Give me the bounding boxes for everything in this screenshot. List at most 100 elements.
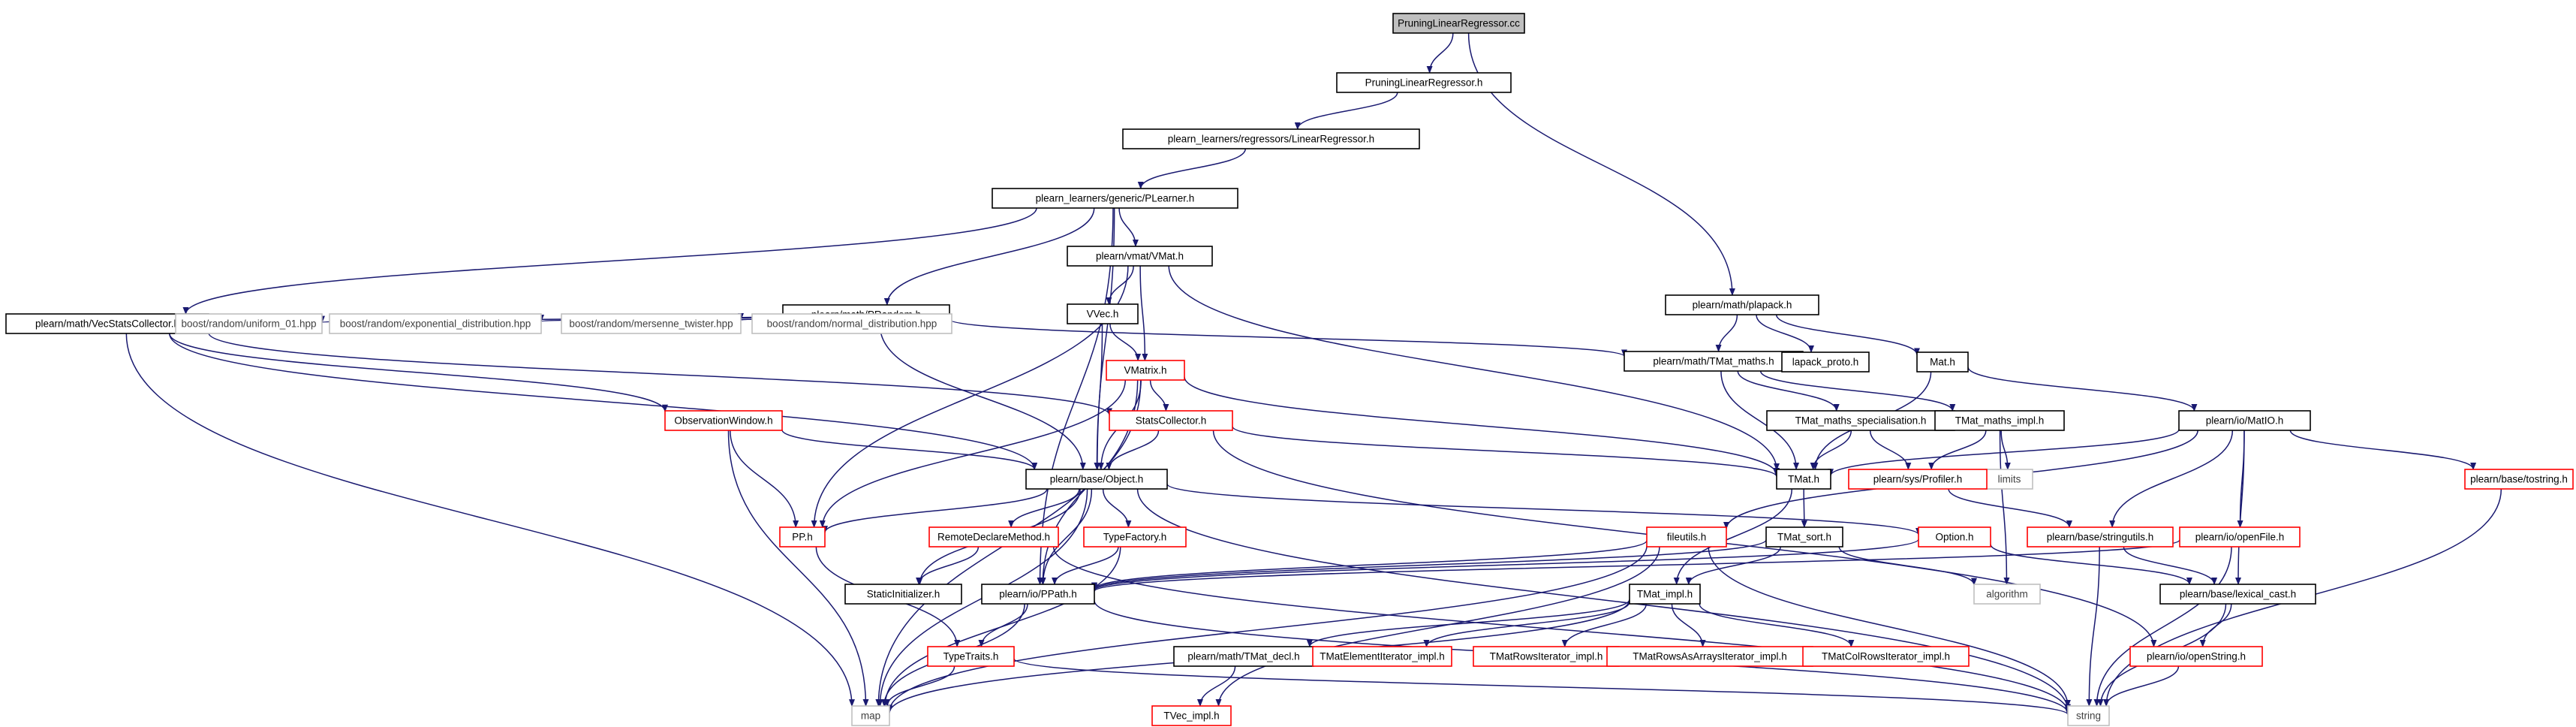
edge-root-to-plrh bbox=[1426, 32, 1454, 74]
node-tmspec[interactable]: TMat_maths_specialisation.h bbox=[1766, 410, 1955, 431]
node-mersenne[interactable]: boost/random/mersenne_twister.hpp bbox=[561, 313, 742, 334]
edge-statscoll-to-object bbox=[1106, 430, 1160, 470]
node-label-vmat: plearn/vmat/VMat.h bbox=[1096, 251, 1184, 262]
node-label-openfile: plearn/io/openFile.h bbox=[2195, 532, 2285, 543]
node-profiler[interactable]: plearn/sys/Profiler.h bbox=[1848, 469, 1988, 490]
edge-option-to-lexcast bbox=[1990, 544, 2192, 585]
node-staticinit[interactable]: StaticInitializer.h bbox=[844, 584, 962, 605]
node-tvecimpl[interactable]: TVec_impl.h bbox=[1151, 705, 1232, 726]
node-box-tmatdecl bbox=[1173, 646, 1314, 667]
edge-obswin-to-map bbox=[727, 430, 869, 707]
node-box-tostring bbox=[2464, 469, 2574, 490]
node-tmatimpl[interactable]: TMat_impl.h bbox=[1629, 584, 1701, 605]
node-box-tmatimpl bbox=[1629, 584, 1701, 605]
node-tmraai[interactable]: TMatRowsAsArraysIterator_impl.h bbox=[1606, 646, 1813, 667]
node-label-plrh: PruningLinearRegressor.h bbox=[1365, 77, 1483, 89]
node-lexcast[interactable]: plearn/base/lexical_cast.h bbox=[2159, 584, 2316, 605]
node-box-mersenne bbox=[561, 313, 742, 334]
node-vsc[interactable]: plearn/math/VecStatsCollector.h bbox=[5, 313, 209, 334]
node-uniform[interactable]: boost/random/uniform_01.hpp bbox=[175, 313, 323, 334]
edge-tmatsort-to-tmatimpl bbox=[1685, 546, 1781, 585]
node-openfile[interactable]: plearn/io/openFile.h bbox=[2179, 526, 2301, 548]
node-tmatmaths[interactable]: plearn/math/TMat_maths.h bbox=[1624, 351, 1804, 372]
node-normdist[interactable]: boost/random/normal_distribution.hpp bbox=[751, 313, 952, 334]
node-box-fileutils bbox=[1646, 526, 1727, 548]
node-fileutils[interactable]: fileutils.h bbox=[1646, 526, 1727, 548]
node-plrh[interactable]: PruningLinearRegressor.h bbox=[1336, 72, 1512, 93]
node-box-plapack bbox=[1665, 294, 1819, 315]
node-plearner[interactable]: plearn_learners/generic/PLearner.h bbox=[992, 188, 1238, 209]
node-root[interactable]: PruningLinearRegressor.cc bbox=[1392, 13, 1525, 34]
node-tmatsort[interactable]: TMat_sort.h bbox=[1765, 526, 1843, 548]
edge-vmat-to-vmatrix bbox=[1139, 265, 1148, 361]
node-typefactory[interactable]: TypeFactory.h bbox=[1083, 526, 1187, 548]
edge-plearner-to-prandom bbox=[883, 207, 1095, 306]
node-tmimpl[interactable]: TMat_maths_impl.h bbox=[1934, 410, 2065, 431]
node-tostring[interactable]: plearn/base/tostring.h bbox=[2464, 469, 2574, 490]
node-box-vsc bbox=[5, 313, 209, 334]
edge-vmat-to-vvec bbox=[1106, 265, 1134, 305]
node-statscoll[interactable]: StatsCollector.h bbox=[1109, 410, 1233, 431]
node-linreg[interactable]: plearn_learners/regressors/LinearRegress… bbox=[1122, 128, 1420, 149]
node-lapack[interactable]: lapack_proto.h bbox=[1781, 351, 1870, 373]
node-box-statscoll bbox=[1109, 410, 1233, 431]
node-math[interactable]: Mat.h bbox=[1916, 351, 1969, 373]
node-ppath[interactable]: plearn/io/PPath.h bbox=[981, 584, 1095, 605]
node-vvec[interactable]: VVec.h bbox=[1067, 303, 1139, 324]
edge-tmatimpl-to-tmraai bbox=[1671, 603, 1706, 647]
edge-ppath-to-typetraits bbox=[978, 603, 1028, 647]
node-label-mersenne: boost/random/mersenne_twister.hpp bbox=[569, 318, 733, 330]
edge-fileutils-to-tvecimpl bbox=[1215, 546, 1660, 707]
node-box-normdist bbox=[751, 313, 952, 334]
node-label-plearner: plearn_learners/generic/PLearner.h bbox=[1036, 193, 1195, 204]
edge-fileutils-to-map bbox=[886, 545, 1648, 713]
node-box-profiler bbox=[1848, 469, 1988, 490]
node-openstring[interactable]: plearn/io/openString.h bbox=[2129, 646, 2263, 667]
node-typetraits[interactable]: TypeTraits.h bbox=[927, 646, 1015, 667]
node-box-linreg bbox=[1122, 128, 1420, 149]
node-tmath[interactable]: TMat.h bbox=[1776, 469, 1831, 490]
node-label-string: string bbox=[2076, 710, 2101, 722]
node-tmatdecl[interactable]: plearn/math/TMat_decl.h bbox=[1173, 646, 1314, 667]
node-stringutils[interactable]: plearn/base/stringutils.h bbox=[2027, 526, 2174, 548]
node-box-expdist bbox=[329, 313, 542, 334]
node-rdm[interactable]: RemoteDeclareMethod.h bbox=[928, 526, 1059, 548]
node-map[interactable]: map bbox=[851, 705, 890, 726]
edge-tmatdecl-to-tvecimpl bbox=[1196, 665, 1236, 707]
node-box-root bbox=[1392, 13, 1525, 34]
node-limits[interactable]: limits bbox=[1985, 469, 2033, 490]
node-tmri[interactable]: TMatRowsIterator_impl.h bbox=[1473, 646, 1620, 667]
edge-rdm-to-staticinit bbox=[916, 546, 980, 585]
edge-vmatrix-to-pph bbox=[819, 379, 1126, 528]
node-label-vsc: plearn/math/VecStatsCollector.h bbox=[35, 318, 179, 330]
node-label-statscoll: StatsCollector.h bbox=[1136, 415, 1207, 427]
edge-stringutils-to-string bbox=[2086, 546, 2100, 707]
node-vmat[interactable]: plearn/vmat/VMat.h bbox=[1067, 246, 1213, 267]
edge-matio-to-stringutils bbox=[2109, 430, 2234, 528]
node-label-tmcri: TMatColRowsIterator_impl.h bbox=[1822, 651, 1950, 662]
node-box-vmatrix bbox=[1106, 360, 1185, 381]
node-label-algorithm: algorithm bbox=[1986, 589, 2028, 600]
node-obswin[interactable]: ObservationWindow.h bbox=[664, 410, 783, 431]
node-label-plapack: plearn/math/plapack.h bbox=[1693, 300, 1792, 311]
node-matio[interactable]: plearn/io/MatIO.h bbox=[2178, 410, 2311, 431]
node-box-tmimpl bbox=[1934, 410, 2065, 431]
node-plapack[interactable]: plearn/math/plapack.h bbox=[1665, 294, 1819, 315]
node-box-rdm bbox=[928, 526, 1059, 548]
node-tmcri[interactable]: TMatColRowsIterator_impl.h bbox=[1802, 646, 1970, 667]
node-vmatrix[interactable]: VMatrix.h bbox=[1106, 360, 1185, 381]
node-algorithm[interactable]: algorithm bbox=[1973, 584, 2041, 605]
node-object[interactable]: plearn/base/Object.h bbox=[1025, 469, 1168, 490]
edge-vmatrix-to-statscoll bbox=[1149, 379, 1169, 412]
node-box-teli bbox=[1312, 646, 1452, 667]
edge-obswin-to-object bbox=[781, 429, 1038, 470]
node-string[interactable]: string bbox=[2067, 705, 2110, 726]
node-label-tmimpl: TMat_maths_impl.h bbox=[1955, 415, 2045, 427]
node-option[interactable]: Option.h bbox=[1918, 526, 1991, 548]
node-expdist[interactable]: boost/random/exponential_distribution.hp… bbox=[329, 313, 542, 334]
node-teli[interactable]: TMatElementIterator_impl.h bbox=[1312, 646, 1452, 667]
node-pph[interactable]: PP.h bbox=[779, 526, 826, 548]
node-label-tmri: TMatRowsIterator_impl.h bbox=[1490, 651, 1603, 662]
node-label-object: plearn/base/Object.h bbox=[1050, 474, 1144, 485]
edge-object-to-typefactory bbox=[1102, 488, 1132, 528]
